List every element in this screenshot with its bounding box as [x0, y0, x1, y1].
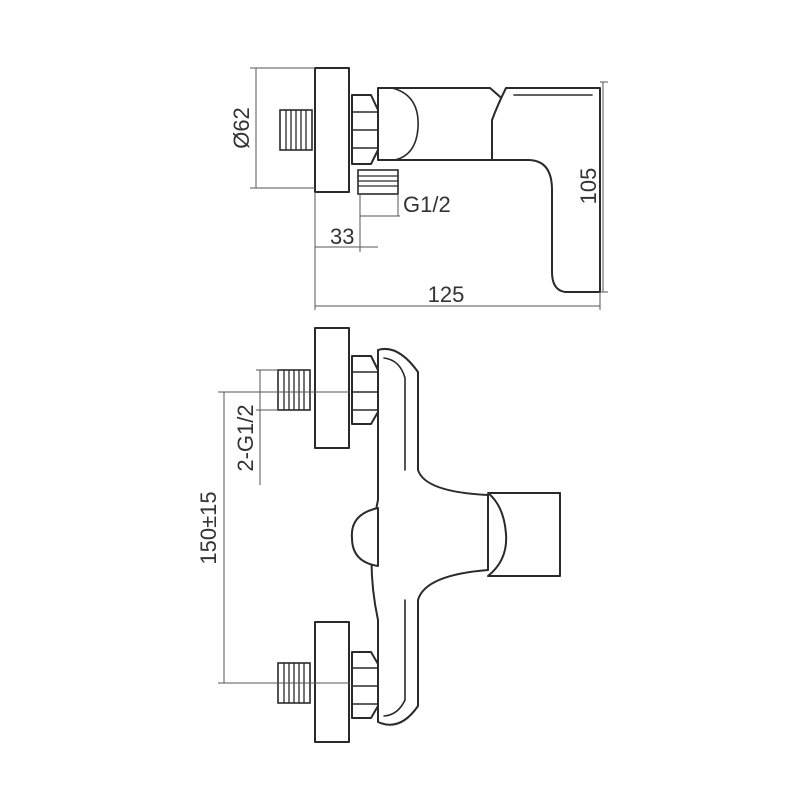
front-view: 2-G1/2 150±15 [196, 327, 561, 743]
dim-diameter: Ø62 [229, 107, 254, 149]
side-wall-flange [314, 67, 350, 193]
dim-thread-front: 2-G1/2 [233, 404, 258, 471]
side-valve-body [377, 87, 507, 161]
dim-height: 105 [576, 168, 601, 205]
side-inlet-thread-hatch [285, 110, 307, 150]
front-bottom-nut [351, 651, 379, 719]
front-bottom-flange [314, 621, 350, 743]
front-boss [350, 507, 379, 567]
dim-length: 125 [428, 282, 465, 307]
front-valve-body [370, 348, 489, 726]
dim-offset: 33 [330, 224, 354, 249]
side-lever-handle [491, 87, 601, 293]
side-view: Ø62 105 G1/2 33 125 [229, 67, 608, 310]
front-top-flange [314, 327, 350, 449]
side-outlet-thread [357, 169, 399, 195]
dim-thread-side: G1/2 [403, 192, 451, 217]
front-top-nut [351, 355, 379, 425]
front-lever-handle [487, 492, 561, 577]
dim-center-distance: 150±15 [196, 491, 221, 564]
